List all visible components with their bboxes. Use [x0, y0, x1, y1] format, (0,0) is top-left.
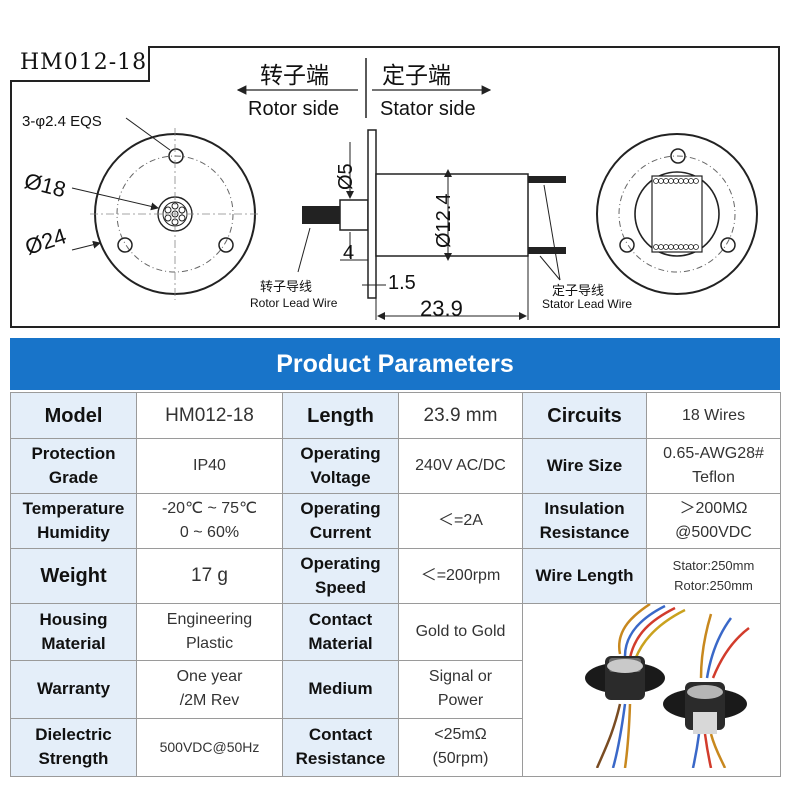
stator-lead-cn: 定子导线: [552, 284, 605, 299]
wire-length-key: Wire Length: [522, 548, 647, 604]
circuits-value: 18 Wires: [646, 392, 781, 439]
stator-lead-en: Stator Lead Wire: [542, 297, 633, 311]
table-row: Model HM012-18 Length 23.9 mm Circuits 1…: [10, 392, 781, 439]
wire-size-value: 0.65-AWG28#Teflon: [646, 438, 781, 494]
rotor-lead-cn: 转子导线: [260, 280, 313, 295]
dielectric-value: 500VDC@50Hz: [136, 717, 283, 778]
dim-23-9-label: 23.9: [420, 296, 463, 321]
insulation-value: ＞200MΩ@500VDC: [646, 493, 781, 549]
stator-face-view: [596, 133, 758, 295]
rotor-side-en: Rotor side: [248, 98, 340, 120]
rotor-side-cn: 转子端: [260, 63, 329, 89]
length-key: Length: [282, 392, 399, 439]
warranty-key: Warranty: [10, 660, 137, 719]
model-tag-text: HM012-18: [20, 50, 148, 75]
wire-size-key: Wire Size: [522, 438, 647, 494]
model-key: Model: [10, 392, 137, 439]
params-table: Model HM012-18 Length 23.9 mm Circuits 1…: [10, 392, 781, 778]
protection-value: IP40: [136, 438, 283, 494]
weight-value: 17 g: [136, 548, 283, 604]
params-title: Product Parameters: [10, 338, 780, 390]
model-value: HM012-18: [136, 392, 283, 439]
contact-resistance-value: <25mΩ(50rpm): [398, 717, 523, 778]
dim-d12-4-label: Ø12.4: [433, 193, 455, 248]
stator-side-cn: 定子端: [382, 63, 451, 89]
side-view: [297, 129, 566, 320]
weight-key: Weight: [10, 548, 137, 604]
technical-drawing-frame: [10, 46, 780, 328]
length-value: 23.9 mm: [398, 392, 523, 439]
rotor-face-view: [71, 117, 260, 300]
rotor-lead-en: Rotor Lead Wire: [250, 296, 338, 310]
hole-spec-label: 3-φ2.4 EQS: [22, 113, 102, 130]
stator-side-en: Stator side: [380, 98, 476, 120]
op-current-value: ＜=2A: [398, 493, 523, 549]
drawing-model-tag: HM012-18: [10, 46, 150, 82]
dim-4-label: 4: [343, 242, 355, 264]
warranty-value: One year/2M Rev: [136, 660, 283, 719]
op-speed-value: ＜=200rpm: [398, 548, 523, 604]
table-row: Warranty One year/2M Rev Medium Signal o…: [10, 660, 781, 719]
dim-d5-label: Ø5: [335, 163, 357, 190]
technical-drawing: [71, 58, 758, 320]
dim-1-5-label: 1.5: [388, 272, 416, 294]
contact-material-value: Gold to Gold: [398, 602, 523, 662]
slip-ring-product-image: [584, 602, 750, 769]
product-photo: [522, 602, 781, 777]
medium-key: Medium: [282, 660, 399, 719]
circuits-key: Circuits: [522, 392, 647, 439]
op-voltage-value: 240V AC/DC: [398, 438, 523, 494]
